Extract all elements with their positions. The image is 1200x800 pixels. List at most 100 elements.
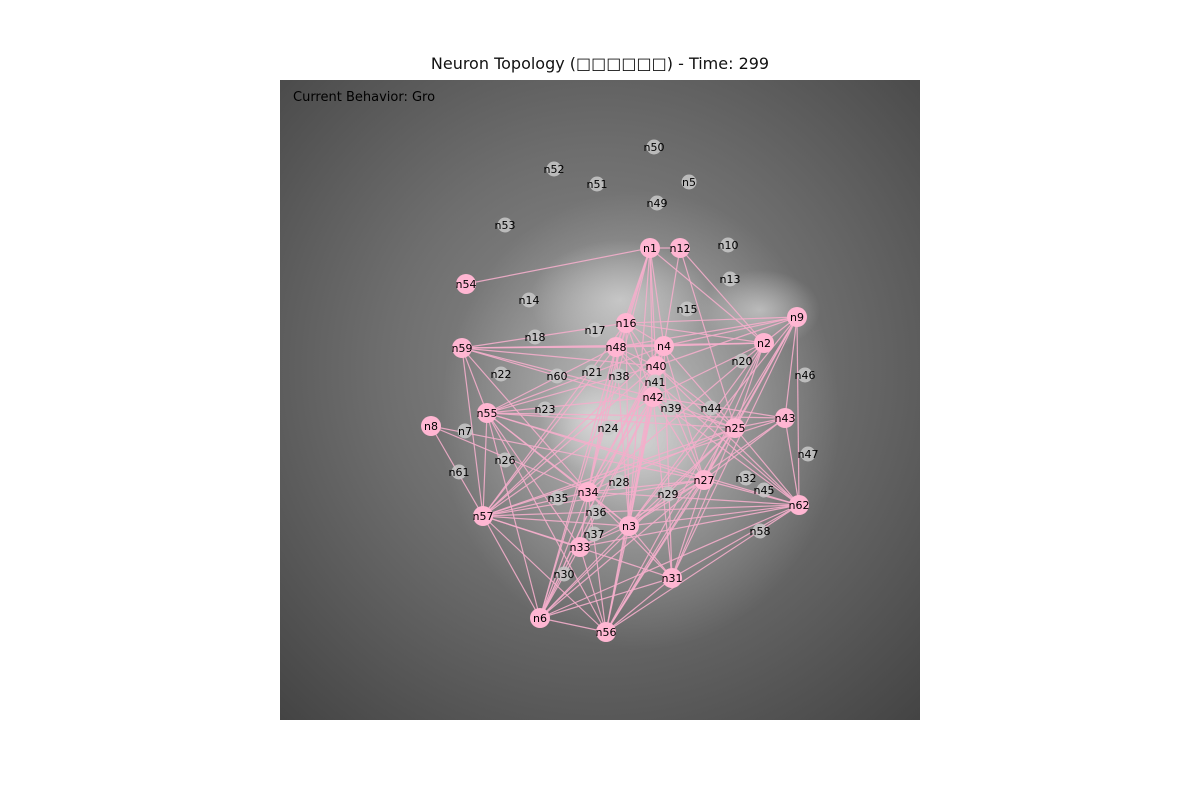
node-n29: n29 xyxy=(658,486,679,502)
edge-n42-n62 xyxy=(652,396,800,506)
edge-n4-n31 xyxy=(663,345,673,579)
edge-n2-n16 xyxy=(625,322,765,344)
edge-n9-n62 xyxy=(796,316,800,506)
edge-n62-n3 xyxy=(628,504,800,527)
node-label: n53 xyxy=(495,219,516,232)
edge-n57-n6 xyxy=(482,515,541,619)
edge-n27-n3 xyxy=(628,479,705,527)
node-label: n9 xyxy=(790,311,804,324)
node-label: n14 xyxy=(519,294,540,307)
node-n35: n35 xyxy=(548,490,568,506)
node-circle xyxy=(720,237,736,253)
node-label: n6 xyxy=(533,612,547,625)
node-label: n38 xyxy=(609,370,630,383)
node-label: n17 xyxy=(585,324,606,337)
node-n1: n1 xyxy=(640,238,660,258)
edge-n1-n2 xyxy=(649,247,765,344)
node-label: n41 xyxy=(645,376,666,389)
node-label: n50 xyxy=(644,141,665,154)
node-n62: n62 xyxy=(789,495,809,515)
node-n26: n26 xyxy=(495,452,515,468)
node-label: n60 xyxy=(547,370,568,383)
node-circle xyxy=(596,622,616,642)
node-circle xyxy=(584,364,600,380)
edge-n59-n25 xyxy=(461,347,736,429)
node-circle xyxy=(725,418,745,438)
edge-n42-n57 xyxy=(482,396,654,517)
node-label: n18 xyxy=(525,331,546,344)
node-n18: n18 xyxy=(525,329,546,345)
node-n44: n44 xyxy=(701,400,721,416)
node-n57: n57 xyxy=(473,506,493,526)
edge-n59-n34 xyxy=(461,347,589,493)
node-circle xyxy=(556,566,572,582)
node-n25: n25 xyxy=(725,418,745,438)
node-n9: n9 xyxy=(787,307,807,327)
edge-n59-n55 xyxy=(461,347,488,414)
edge-n57-n56 xyxy=(482,515,607,633)
node-n27: n27 xyxy=(694,470,714,490)
edge-n12-n25 xyxy=(679,247,736,429)
node-n46: n46 xyxy=(795,367,815,383)
edge-n9-n16 xyxy=(625,316,798,324)
node-n43: n43 xyxy=(775,408,795,428)
node-label: n47 xyxy=(798,448,819,461)
node-circle xyxy=(734,353,750,369)
node-n38: n38 xyxy=(609,368,630,384)
node-circle xyxy=(473,506,493,526)
node-circle xyxy=(775,408,795,428)
node-n55: n55 xyxy=(477,403,497,423)
node-n17: n17 xyxy=(585,322,606,338)
edge-n55-n34 xyxy=(486,412,589,493)
node-circle xyxy=(456,274,476,294)
node-n8: n8 xyxy=(421,416,441,436)
edge-n1-n6 xyxy=(539,247,651,619)
node-label: n36 xyxy=(586,506,607,519)
edge-n62-n33 xyxy=(579,504,800,548)
edge-n9-n4 xyxy=(663,316,798,347)
node-n53: n53 xyxy=(495,217,516,233)
node-circle xyxy=(493,366,509,382)
edge-n55-n43 xyxy=(486,412,786,419)
edge-n40-n34 xyxy=(587,365,657,493)
node-circle xyxy=(643,387,663,407)
node-n54: n54 xyxy=(456,274,477,294)
node-circle xyxy=(477,403,497,423)
node-circle xyxy=(616,313,636,333)
edge-n57-n3 xyxy=(482,515,630,527)
node-n21: n21 xyxy=(582,364,602,380)
node-label: n56 xyxy=(596,626,617,639)
edge-n3-n31 xyxy=(628,525,673,579)
edge-n27-n34 xyxy=(587,479,705,493)
edge-n25-n62 xyxy=(734,427,800,506)
node-n49: n49 xyxy=(647,195,667,211)
edge-n55-n25 xyxy=(486,412,736,429)
node-label: n45 xyxy=(754,484,775,497)
node-n3: n3 xyxy=(619,516,639,536)
node-label: n30 xyxy=(554,568,575,581)
node-circle xyxy=(663,400,679,416)
node-n40: n40 xyxy=(646,356,666,376)
edge-n40-n55 xyxy=(486,365,657,414)
edge-n55-n57 xyxy=(482,412,488,517)
edge-n55-n62 xyxy=(486,412,800,506)
node-label: n54 xyxy=(456,278,477,291)
node-n51: n51 xyxy=(587,176,607,192)
node-circle xyxy=(670,238,690,258)
node-circle xyxy=(578,482,598,502)
node-circle xyxy=(537,401,553,417)
node-circle xyxy=(797,367,813,383)
edge-n43-n62 xyxy=(784,417,800,506)
edge-n1-n4 xyxy=(649,247,665,347)
node-label: n23 xyxy=(535,403,556,416)
node-label: n15 xyxy=(677,303,698,316)
node-circle xyxy=(679,301,695,317)
node-n5: n5 xyxy=(681,174,697,190)
node-label: n29 xyxy=(658,488,679,501)
edge-n62-n57 xyxy=(482,504,800,517)
edge-n31-n6 xyxy=(539,577,673,619)
edge-n27-n31 xyxy=(671,479,705,579)
edge-n34-n62 xyxy=(587,491,800,506)
node-n60: n60 xyxy=(547,368,568,384)
